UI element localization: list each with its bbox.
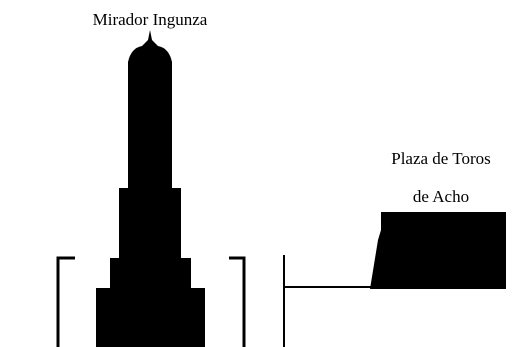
left-bracket xyxy=(56,256,75,347)
mirador-tower xyxy=(96,30,205,347)
tower-label: Mirador Ingunza xyxy=(93,10,208,29)
tower-middle-section xyxy=(119,188,181,258)
bullring-shape xyxy=(370,212,506,289)
tower-lower-section xyxy=(110,258,191,288)
right-bracket xyxy=(229,256,246,347)
bullring-label-line2: de Acho xyxy=(413,187,469,206)
bullring-label-line1: Plaza de Toros xyxy=(391,149,491,168)
tower-upper-shaft xyxy=(128,46,172,188)
tower-spire xyxy=(142,30,158,49)
tower-base xyxy=(96,288,205,347)
